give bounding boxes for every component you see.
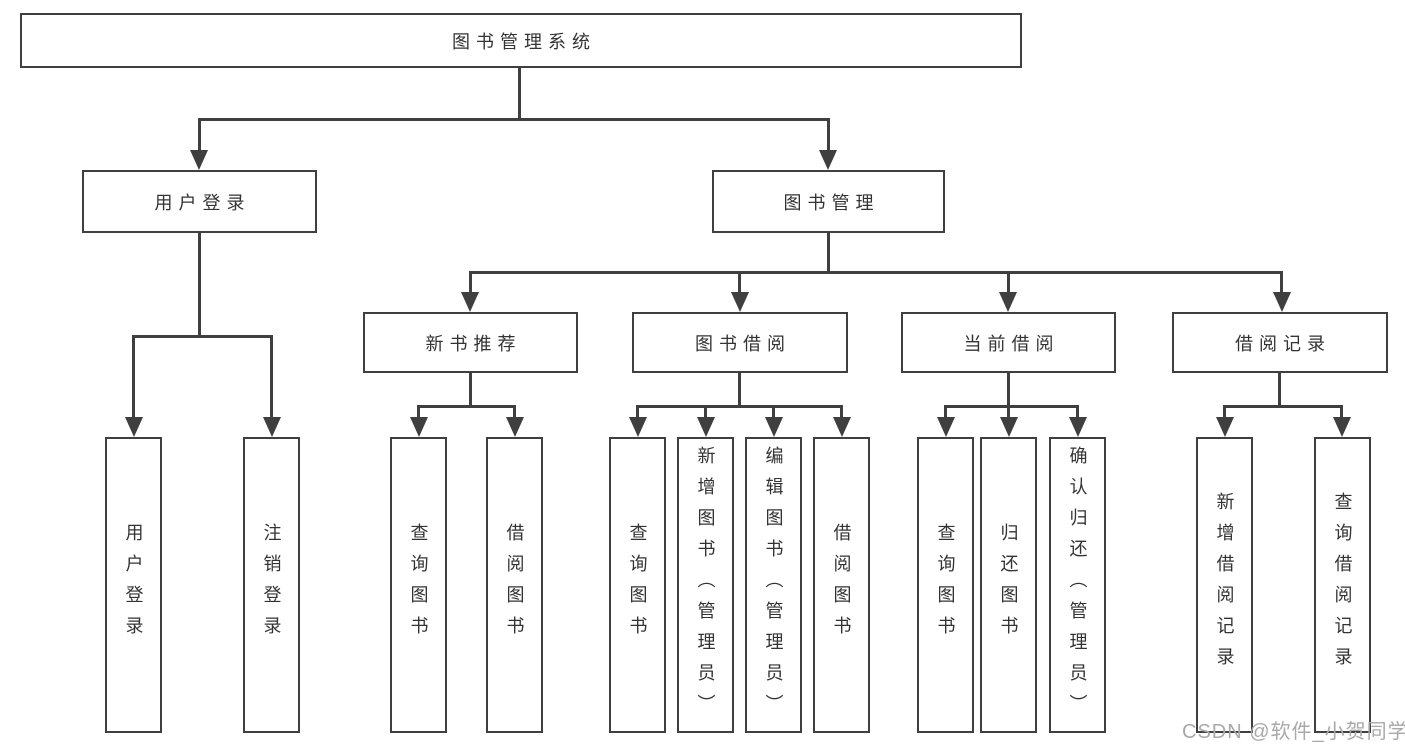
leaf-borrow-books-borrow: 借阅图书 [813,437,870,733]
node-label: 注销登录 [261,523,282,647]
connector-line [738,373,741,408]
leaf-add-borrow-record: 新增借阅记录 [1196,437,1253,733]
connector-line [417,405,420,421]
connector-line [636,405,639,421]
node-borrowing-records: 借阅记录 [1172,312,1388,373]
arrow-down-icon [410,417,428,437]
connector-line [418,405,516,408]
arrow-down-icon [999,292,1017,312]
connector-line [1007,373,1010,408]
connector-line [637,405,843,408]
connector-line [1223,405,1226,421]
connector-line [469,271,472,296]
connector-line [132,335,135,421]
node-label: 图书管理 [783,192,880,213]
connector-line [945,405,1079,408]
node-label: 确认归还（管理员） [1067,445,1088,725]
connector-line [1280,271,1283,296]
connector-line [827,118,830,154]
leaf-query-books-recommend: 查询图书 [390,437,447,733]
connector-line [198,118,830,121]
node-label: 借阅图书 [504,523,525,647]
node-book-management: 图书管理 [712,170,945,233]
node-current-borrowing: 当前借阅 [901,312,1116,373]
connector-line [840,405,843,421]
arrow-down-icon [461,292,479,312]
arrow-down-icon [937,417,955,437]
arrow-down-icon [1216,417,1234,437]
arrow-down-icon [1069,417,1087,437]
leaf-borrow-books-recommend: 借阅图书 [486,437,543,733]
connector-line [1278,373,1281,408]
node-label: 查询图书 [627,523,648,647]
arrow-down-icon [697,417,715,437]
connector-line [198,118,201,154]
node-user-login: 用户登录 [82,170,317,233]
node-book-borrowing: 图书借阅 [632,312,848,373]
connector-line [132,335,272,338]
node-label: 新增借阅记录 [1214,492,1235,678]
node-label: 图书管理系统 [452,31,596,52]
csdn-watermark: CSDN @软件_小贺同学 [1182,721,1405,743]
connector-line [469,373,472,408]
connector-line [1007,405,1010,421]
node-label: 借阅图书 [831,523,852,647]
arrow-down-icon [1000,417,1018,437]
arrow-down-icon [125,417,143,437]
connector-line [513,405,516,421]
connector-line [944,405,947,421]
node-label: 借阅记录 [1235,333,1331,354]
arrow-down-icon [629,417,647,437]
leaf-query-borrow-record: 查询借阅记录 [1314,437,1371,733]
connector-line [1007,271,1010,296]
arrow-down-icon [1333,417,1351,437]
node-label: 用户登录 [123,523,144,647]
node-label: 查询图书 [935,523,956,647]
connector-line [704,405,707,421]
node-label: 编辑图书（管理员） [763,445,784,725]
arrow-down-icon [731,292,749,312]
leaf-add-book-admin: 新增图书（管理员） [677,437,734,733]
arrow-down-icon [1273,292,1291,312]
arrow-down-icon [263,417,281,437]
connector-line [1076,405,1079,421]
connector-line [518,68,521,120]
leaf-logout-login: 注销登录 [243,437,300,733]
arrow-down-icon [833,417,851,437]
node-label: 查询借阅记录 [1332,492,1353,678]
node-library-management-system: 图书管理系统 [20,13,1022,68]
leaf-return-books: 归还图书 [980,437,1037,733]
arrow-down-icon [506,417,524,437]
connector-line [198,233,201,337]
node-label: 新书推荐 [425,333,522,354]
connector-line [827,233,830,273]
node-label: 用户登录 [154,192,251,213]
connector-line [469,271,1283,274]
leaf-confirm-return-admin: 确认归还（管理员） [1049,437,1106,733]
leaf-query-books-borrow: 查询图书 [609,437,666,733]
leaf-edit-book-admin: 编辑图书（管理员） [745,437,802,733]
connector-line [1224,405,1343,408]
connector-line [738,271,741,296]
node-label: 图书借阅 [695,333,791,354]
node-label: 当前借阅 [963,333,1060,354]
node-new-book-recommendation: 新书推荐 [363,312,578,373]
arrow-down-icon [819,150,837,170]
arrow-down-icon [765,417,783,437]
arrow-down-icon [190,150,208,170]
leaf-user-login: 用户登录 [105,437,162,733]
connector-line [772,405,775,421]
node-label: 归还图书 [998,523,1019,647]
leaf-query-books-current: 查询图书 [917,437,974,733]
connector-line [270,335,273,421]
connector-line [1340,405,1343,421]
node-label: 查询图书 [408,523,429,647]
node-label: 新增图书（管理员） [695,445,716,725]
